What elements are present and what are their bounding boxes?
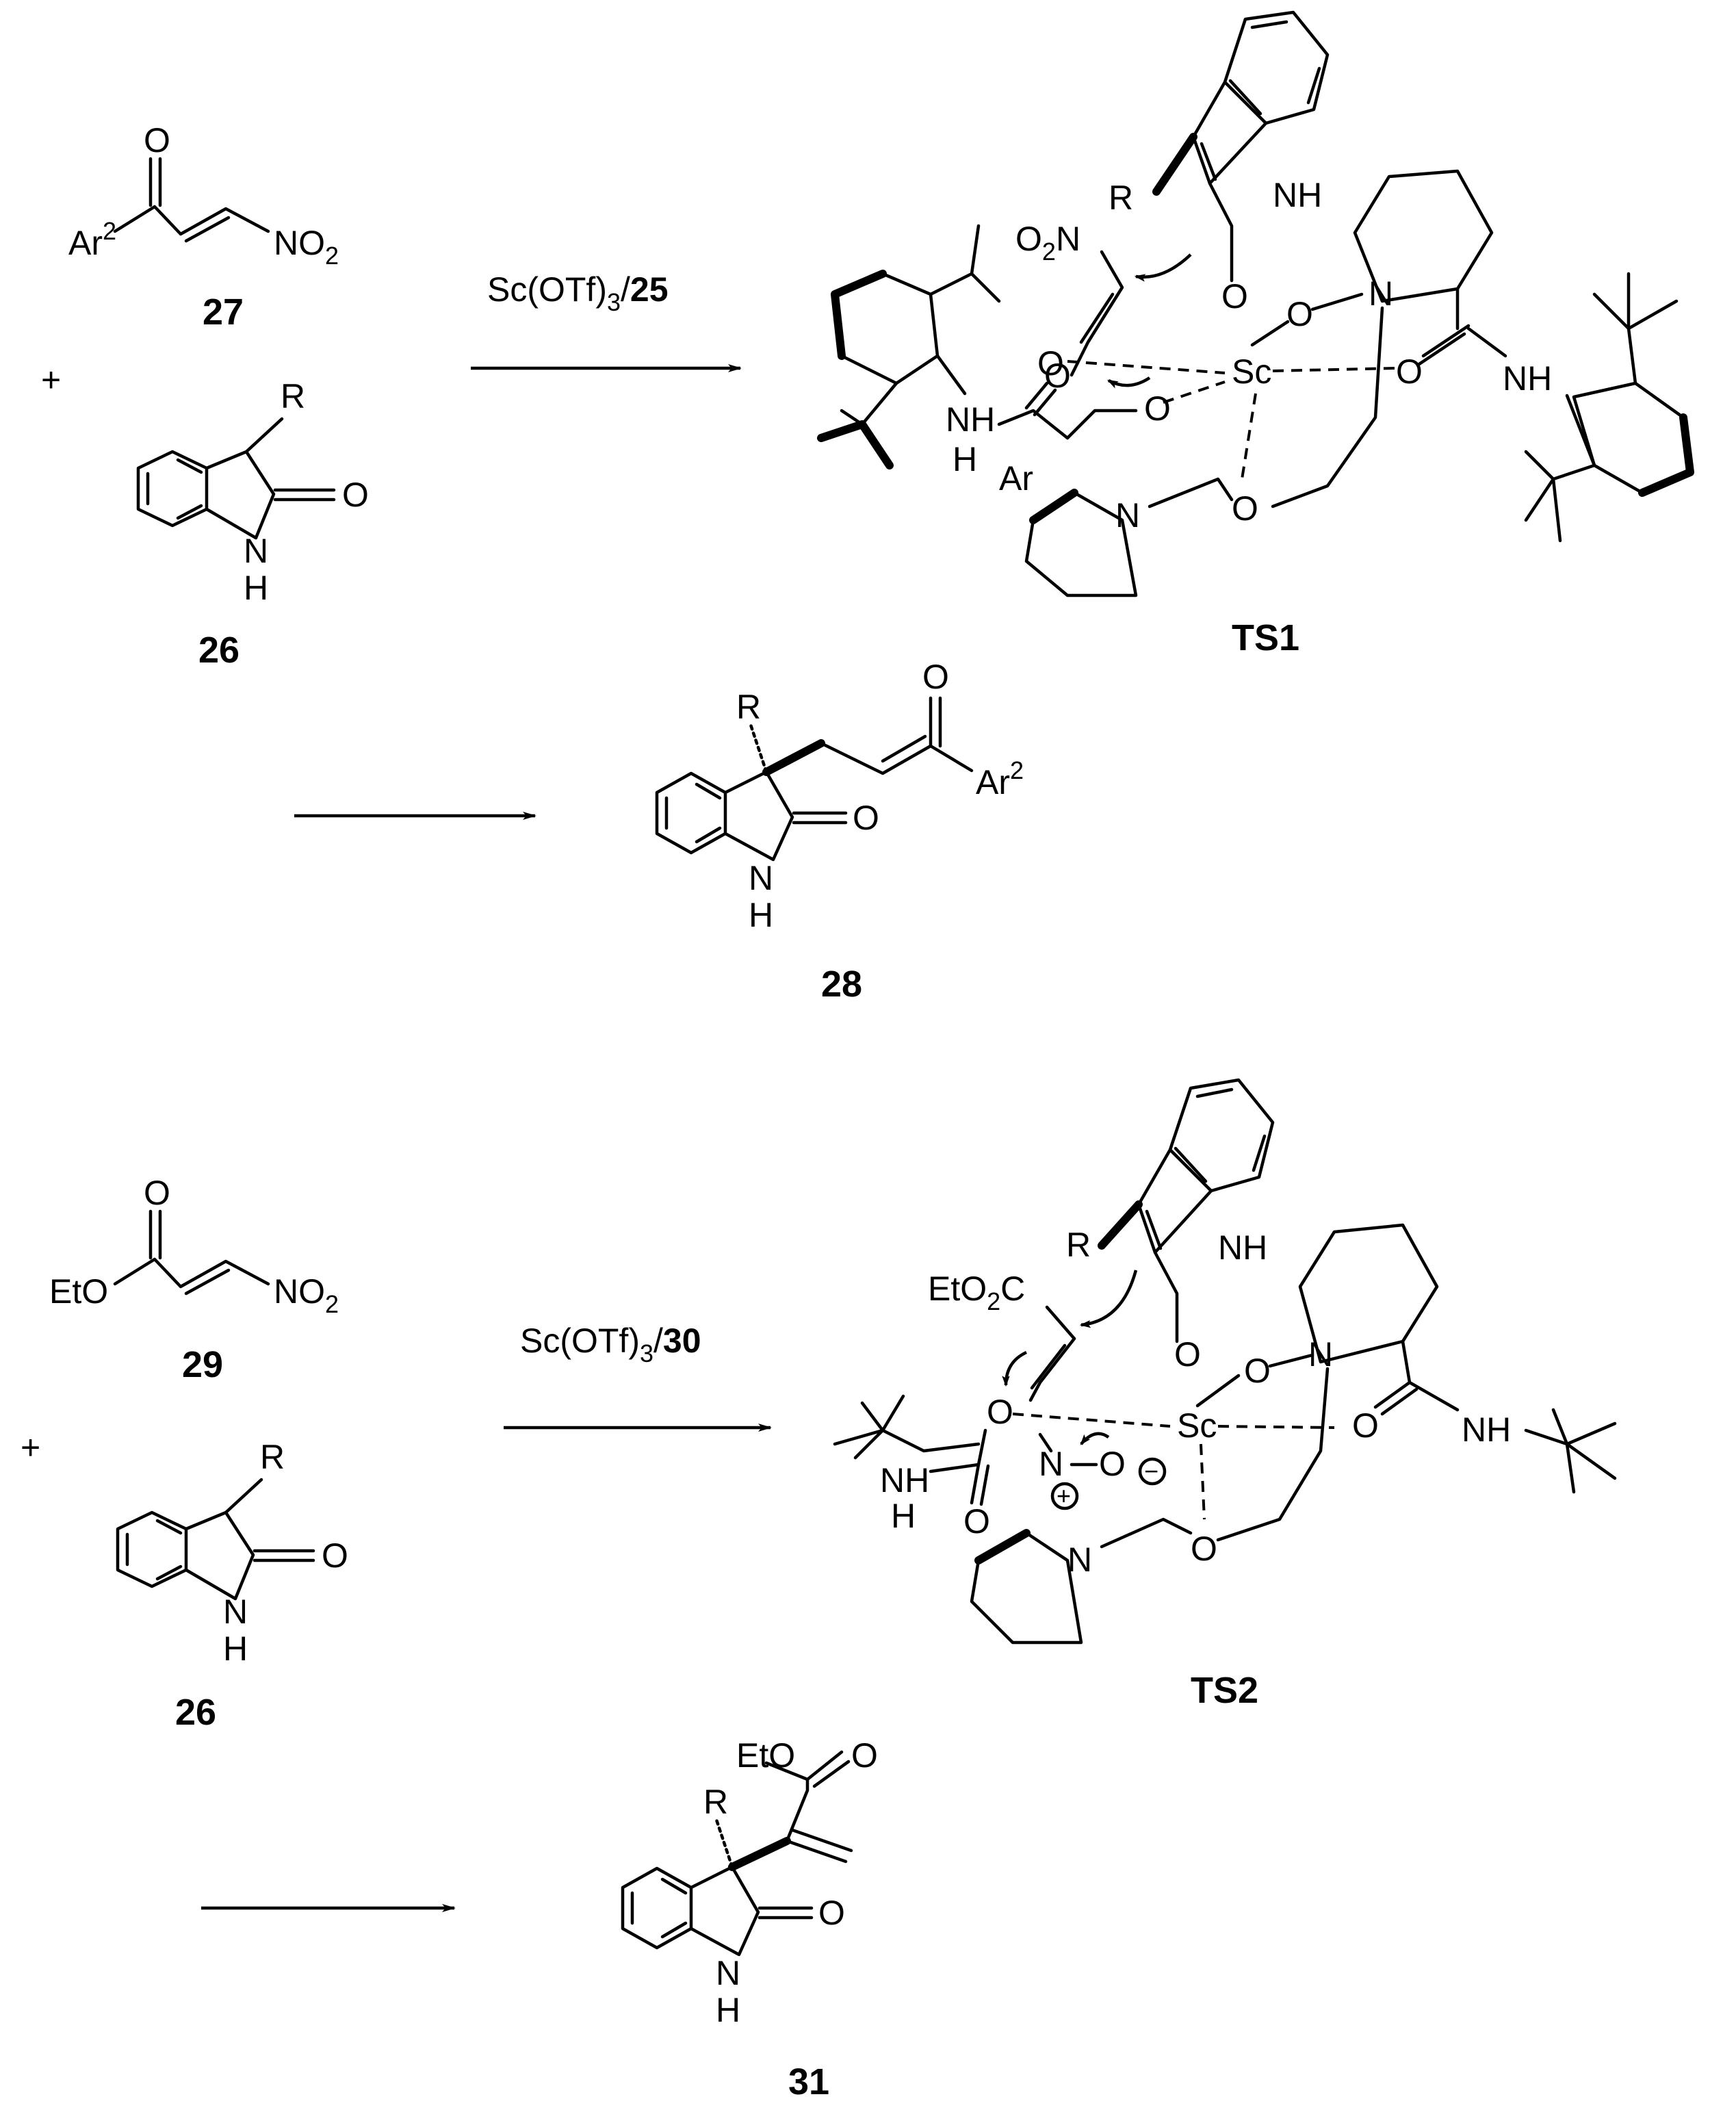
right-amide-o-label: O xyxy=(1396,352,1423,391)
r-group-label: R xyxy=(736,688,761,726)
ts2-label: TS2 xyxy=(1191,1670,1258,1711)
compound-31-structure: EtO O R O N H xyxy=(621,1736,878,2029)
r-group-label: R xyxy=(281,377,305,415)
oxygen-label: O xyxy=(853,799,879,837)
r-group-label: R xyxy=(1066,1226,1091,1264)
aryl-label: Ar2 xyxy=(68,217,116,262)
hydrogen-label: H xyxy=(716,1991,740,2029)
ts1-label: TS1 xyxy=(1232,617,1299,658)
indole-nh-label: NH xyxy=(1218,1228,1267,1267)
left-piperidine-n-label: N xyxy=(1115,496,1140,535)
scheme-1: O Ar2 NO2 27 + R O N H 26 Sc(OTf)3/25 R … xyxy=(41,10,1694,1005)
aryl-label: Ar xyxy=(999,459,1033,498)
nitronate-o-label: O xyxy=(1099,1445,1126,1483)
minus-sign: − xyxy=(1144,1457,1158,1485)
scheme-2: O EtO NO2 29 + R O N H 26 Sc(OTf)3/30 R … xyxy=(21,1078,1617,2102)
compound-number-26: 26 xyxy=(175,1692,216,1733)
compound-28-structure: R O Ar2 O N H xyxy=(655,658,1024,934)
reagent-label: Sc(OTf)3/30 xyxy=(520,1322,701,1367)
hydrogen-label: H xyxy=(244,569,268,607)
scandium-label: Sc xyxy=(1232,352,1271,391)
compound-27-structure: O Ar2 NO2 xyxy=(68,121,339,270)
oxygen-label: O xyxy=(144,121,170,159)
nitrogen-label: N xyxy=(244,532,268,570)
oxygen-label: O xyxy=(818,1894,845,1932)
scandium-label: Sc xyxy=(1177,1406,1217,1445)
oxygen-label: O xyxy=(322,1536,348,1575)
r-group-label: R xyxy=(703,1783,728,1821)
curved-arrow xyxy=(1002,1350,1028,1387)
curved-arrow xyxy=(1134,253,1192,282)
nitrogen-label: N xyxy=(716,1954,740,1992)
ethoxy-label: EtO xyxy=(49,1272,108,1311)
nitro-label: NO2 xyxy=(274,224,339,270)
r-group-label: R xyxy=(1109,179,1133,217)
nitro-label: NO2 xyxy=(274,1272,339,1318)
ketone-o-label: O xyxy=(922,658,949,696)
right-amide-o-label: O xyxy=(1352,1406,1379,1445)
aryl-label: Ar2 xyxy=(976,756,1024,801)
curved-arrow xyxy=(1080,1432,1110,1445)
plus-sign-charge: + xyxy=(1057,1482,1071,1510)
oxygen-label: O xyxy=(342,476,369,514)
oxygen-label: O xyxy=(1221,277,1248,315)
enolate-oxygen-label: O xyxy=(1037,344,1064,383)
compound-number-29: 29 xyxy=(182,1344,223,1385)
carbonyl-o-label: O xyxy=(1144,389,1171,428)
ts1-structure: R NH O O2N Sc O O N O NH xyxy=(817,10,1694,597)
compound-29-structure: O EtO NO2 xyxy=(49,1174,339,1318)
nitro-label: O2N xyxy=(1015,220,1080,266)
oxygen-label: O xyxy=(1286,295,1313,333)
plus-charge xyxy=(1050,1482,1079,1510)
left-piperidine-n-label: N xyxy=(1067,1541,1092,1579)
left-amide-o-label: O xyxy=(1044,357,1071,395)
nitrogen-label: N xyxy=(223,1593,248,1631)
bridge-o-label: O xyxy=(1232,489,1258,528)
right-amide-nh-label: NH xyxy=(1462,1411,1511,1449)
minus-charge xyxy=(1138,1457,1167,1486)
reagent-label: Sc(OTf)3/25 xyxy=(487,270,669,316)
compound-number-28: 28 xyxy=(821,964,862,1005)
ester-label: EtO2C xyxy=(928,1270,1025,1315)
compound-number-27: 27 xyxy=(203,292,244,333)
hydrogen-label: H xyxy=(749,896,773,934)
oxygen-label: O xyxy=(1174,1335,1201,1374)
right-amide-nh-label: NH xyxy=(1503,359,1552,398)
bridge-o-label: O xyxy=(1191,1530,1217,1568)
right-piperidine-n-label: N xyxy=(1369,274,1393,313)
compound-26-structure: R O N H xyxy=(116,1438,348,1668)
compound-number-26: 26 xyxy=(198,630,239,671)
oxygen-label: O xyxy=(144,1174,170,1212)
left-amide-h-label: H xyxy=(891,1497,916,1535)
ethoxy-label: EtO xyxy=(736,1736,795,1775)
enolate-oxygen-label: O xyxy=(987,1393,1013,1431)
ts2-structure: R NH O EtO2C Sc O O N O − + NH H O xyxy=(833,1078,1617,1645)
hydrogen-label: H xyxy=(223,1630,248,1668)
oxygen-label: O xyxy=(1244,1352,1271,1390)
plus-sign: + xyxy=(41,361,61,399)
left-amide-nh-label: NH xyxy=(880,1461,929,1499)
plus-sign: + xyxy=(21,1428,40,1467)
left-amide-nh-label: NH xyxy=(946,400,995,439)
compound-26-structure: R O N H xyxy=(136,377,369,607)
ester-o-label: O xyxy=(851,1736,878,1775)
r-group-label: R xyxy=(260,1438,285,1476)
left-amide-h-label: H xyxy=(953,440,977,478)
curved-arrow xyxy=(1079,1270,1138,1328)
curved-arrow xyxy=(1106,376,1151,389)
right-piperidine-n-label: N xyxy=(1308,1335,1333,1374)
nitrogen-label: N xyxy=(749,859,773,897)
left-amide-o-label: O xyxy=(963,1502,990,1541)
compound-number-31: 31 xyxy=(788,2061,829,2102)
indole-nh-label: NH xyxy=(1273,176,1322,214)
